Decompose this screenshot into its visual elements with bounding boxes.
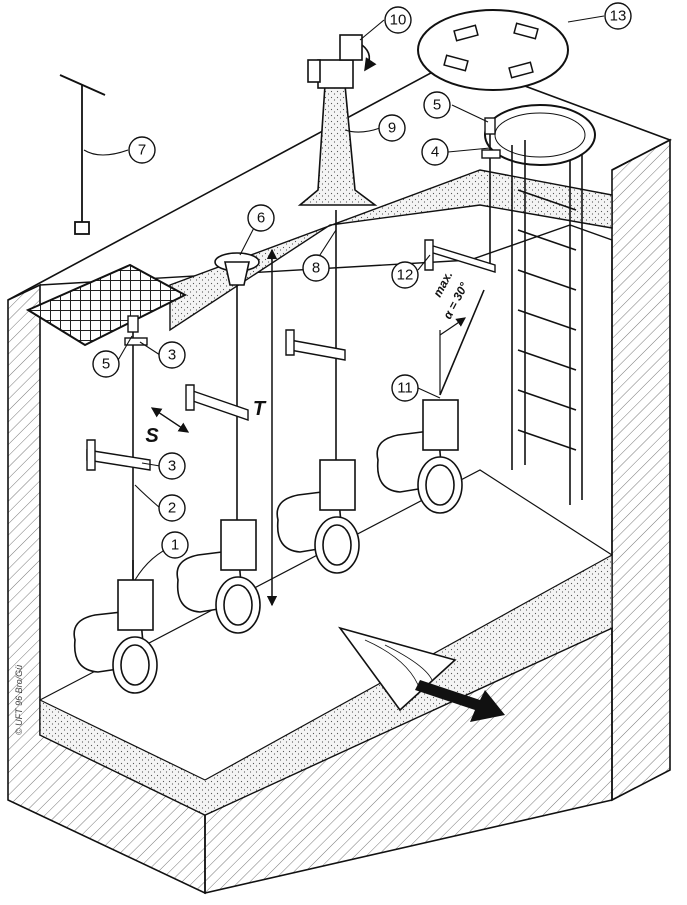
valve-3 xyxy=(276,459,360,574)
electric-actuator xyxy=(307,34,377,89)
valve-4 xyxy=(376,399,463,514)
callout-8-label: 8 xyxy=(312,260,320,277)
copyright-notice: © UFT 96 Bro/Gü xyxy=(14,665,24,735)
callout-1-label: 1 xyxy=(171,537,179,554)
callout-9: 9 xyxy=(378,114,406,142)
manhole-cover xyxy=(417,9,569,91)
rod-caps xyxy=(127,117,496,333)
callout-5b-label: 5 xyxy=(433,97,441,114)
angle-indicator xyxy=(439,317,466,395)
chamber-floor xyxy=(39,553,613,816)
column-pedestal xyxy=(297,84,378,206)
callout-8: 8 xyxy=(302,254,330,282)
callout-7: 7 xyxy=(128,136,156,164)
floor-stand xyxy=(214,252,260,286)
dimension-s xyxy=(150,407,190,433)
callout-12: 12 xyxy=(391,261,419,289)
callout-3a-label: 3 xyxy=(168,347,176,364)
wall-brackets xyxy=(86,149,501,471)
callout-10-label: 10 xyxy=(390,12,407,29)
callout-6-label: 6 xyxy=(257,210,265,227)
callout-5a: 5 xyxy=(92,350,120,378)
callout-5b: 5 xyxy=(423,91,451,119)
callout-13-label: 13 xyxy=(610,8,627,25)
dimension-s-label: S xyxy=(145,425,159,447)
manhole-opening xyxy=(484,104,596,166)
callout-6: 6 xyxy=(247,204,275,232)
callout-2: 2 xyxy=(158,494,186,522)
callout-9-label: 9 xyxy=(388,120,396,137)
access-ladder xyxy=(511,140,583,505)
valve-1 xyxy=(73,560,158,694)
flow-direction-arrow xyxy=(415,680,505,722)
valve-2 xyxy=(176,519,261,634)
chamber-structure xyxy=(7,59,672,895)
callout-3b-label: 3 xyxy=(168,458,176,475)
floor-grating xyxy=(25,263,188,347)
callout-11-label: 11 xyxy=(397,380,413,397)
callout-4: 4 xyxy=(421,138,449,166)
callout-5a-label: 5 xyxy=(102,356,110,373)
callout-7-label: 7 xyxy=(138,142,146,159)
right-wall xyxy=(611,138,671,802)
callout-2-label: 2 xyxy=(168,500,176,517)
callout-3a: 3 xyxy=(158,341,186,369)
roof-outline xyxy=(7,59,672,301)
callout-13: 13 xyxy=(604,2,632,30)
dimension-t-label: T xyxy=(253,398,267,420)
callout-11: 11 xyxy=(391,374,419,402)
callout-10: 10 xyxy=(384,6,412,34)
roof-slab-band xyxy=(169,169,613,332)
t-key xyxy=(59,74,106,235)
callout-4-label: 4 xyxy=(431,144,439,161)
callout-1: 1 xyxy=(161,531,189,559)
callout-3b: 3 xyxy=(158,452,186,480)
callout-12-label: 12 xyxy=(397,267,414,284)
